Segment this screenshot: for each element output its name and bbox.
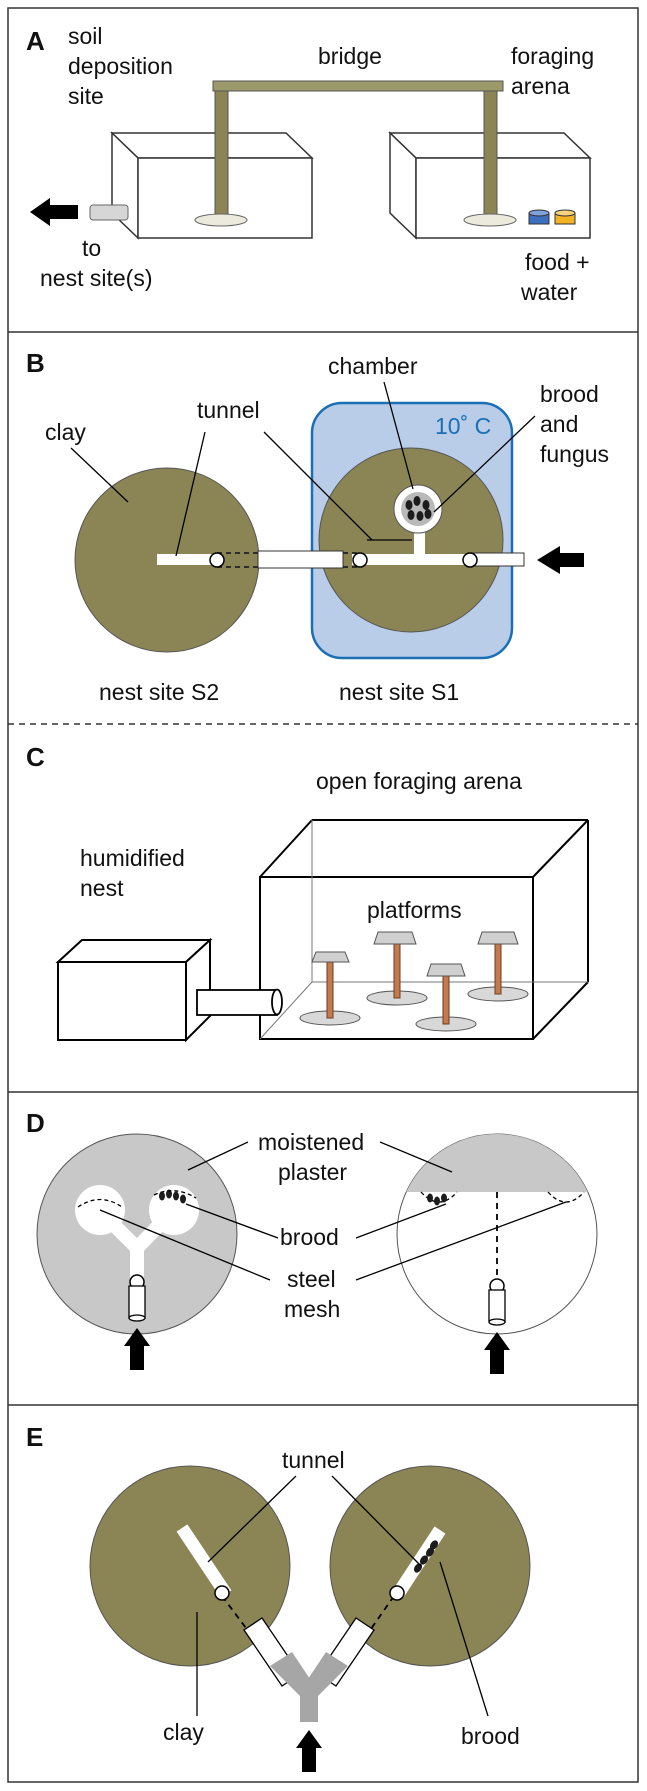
plaster-layer-right <box>397 1134 597 1192</box>
entry-arrow-d-left <box>124 1328 150 1370</box>
platform-3 <box>415 963 477 1032</box>
panel-b: B <box>26 348 609 705</box>
exit-arrow <box>30 198 78 226</box>
label-clay-b: clay <box>45 419 86 445</box>
label-brood-e: brood <box>461 1723 520 1749</box>
label-food: food + <box>525 249 590 275</box>
entry-hole-e-right <box>389 1585 405 1601</box>
brood-e <box>413 1540 439 1573</box>
figure-frame <box>7 7 639 1783</box>
bridge-bar <box>212 80 504 92</box>
pillar-base-left <box>194 213 248 227</box>
label-arena: arena <box>511 73 570 99</box>
dashed-tube <box>217 552 360 568</box>
label-open-foraging-arena: open foraging arena <box>316 768 522 794</box>
label-to: to <box>82 235 101 261</box>
clay-disc-e-left <box>89 1465 291 1667</box>
entry-hole-e-left <box>214 1585 230 1601</box>
entry-hole-s1-right <box>462 552 478 568</box>
tunnel-e-right <box>392 1526 446 1598</box>
panel-letter-e: E <box>26 1422 43 1452</box>
panel-c: C <box>26 742 589 1043</box>
label-site: site <box>68 83 104 109</box>
entry-arrow-d-right <box>484 1332 510 1374</box>
label-bridge: bridge <box>318 43 382 69</box>
panel-letter-c: C <box>26 742 45 772</box>
brood-right <box>427 1193 447 1206</box>
pillar-base-right <box>463 213 517 227</box>
panel-d: D <box>26 1108 598 1374</box>
food-dish-icon <box>528 209 550 225</box>
nest-box <box>55 937 213 1043</box>
platform-2 <box>366 931 428 1006</box>
entry-hole-s1-left <box>352 552 368 568</box>
tunnel-s1-stem <box>414 522 425 562</box>
leader-lines-e <box>196 1475 489 1717</box>
label-nest: nest <box>80 875 124 901</box>
label-soil: soil <box>68 23 103 49</box>
panel-letter-b: B <box>26 348 45 378</box>
label-temperature: 10˚ C <box>435 413 491 439</box>
label-fungus: fungus <box>540 441 609 467</box>
leader-lines-b <box>70 381 536 557</box>
steel-mesh-left-b <box>153 1190 197 1199</box>
arena-cube-back <box>259 820 588 1040</box>
label-steel: steel <box>287 1266 336 1292</box>
nest-tube <box>196 988 283 1016</box>
label-nest-sites: nest site(s) <box>40 265 152 291</box>
label-chamber: chamber <box>328 353 418 379</box>
bridge-pillar-right <box>483 90 498 219</box>
label-deposition: deposition <box>68 53 173 79</box>
entry-arrow-e <box>296 1730 322 1772</box>
tunnel-e-left <box>176 1524 232 1598</box>
steel-mesh-left <box>77 1198 123 1208</box>
label-tunnel-e: tunnel <box>282 1447 345 1473</box>
label-plaster: plaster <box>278 1159 347 1185</box>
platform-4 <box>467 931 529 1002</box>
tubes-e <box>243 1617 375 1687</box>
leader-lines-d <box>99 1141 567 1281</box>
label-nest-site-s2: nest site S2 <box>99 679 219 705</box>
tunnel-s2 <box>157 554 217 565</box>
dashed-tunnels-e <box>221 1595 395 1637</box>
label-water: water <box>520 279 578 305</box>
label-humidified: humidified <box>80 845 185 871</box>
chamber-left-b <box>149 1185 199 1235</box>
label-nest-site-s1: nest site S1 <box>339 679 459 705</box>
label-clay-e: clay <box>163 1719 204 1745</box>
label-platforms: platforms <box>367 897 462 923</box>
label-tunnel-b: tunnel <box>197 397 260 423</box>
label-brood: brood <box>540 381 599 407</box>
brood-left <box>159 1189 186 1204</box>
label-moistened: moistened <box>258 1129 364 1155</box>
label-brood-d: brood <box>280 1224 339 1250</box>
connector-tube <box>257 550 344 569</box>
panel-e: E <box>26 1422 531 1772</box>
y-connector <box>270 1652 348 1722</box>
exit-tube <box>89 204 129 221</box>
entry-tube-d-right <box>488 1289 506 1326</box>
entry-arrow-b <box>537 546 584 574</box>
label-foraging: foraging <box>511 43 594 69</box>
panel-letter-d: D <box>26 1108 45 1138</box>
bridge-pillar-left <box>214 90 229 219</box>
water-dish-icon <box>554 209 576 225</box>
platform-1 <box>299 951 361 1026</box>
arena-cube <box>259 819 589 1040</box>
label-mesh: mesh <box>284 1296 340 1322</box>
brood-cluster <box>405 496 432 521</box>
entry-tube-d-left <box>128 1285 146 1322</box>
entry-tube <box>471 552 525 567</box>
label-and: and <box>540 411 578 437</box>
panel-a: A soil deposition <box>26 23 594 305</box>
panel-letter-a: A <box>26 26 45 56</box>
tunnel-s1 <box>352 554 470 565</box>
entry-hole-s2 <box>209 552 225 568</box>
